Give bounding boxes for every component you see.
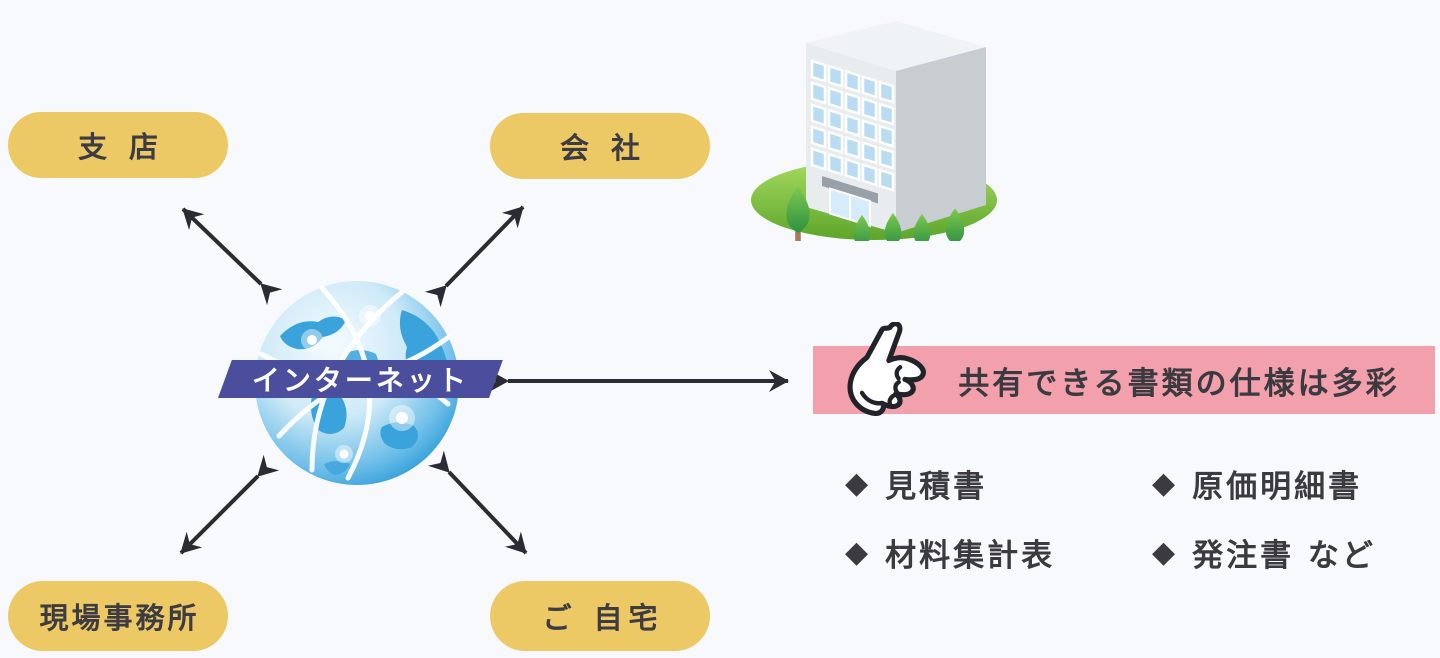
node-site-office-label: 現場事務所 <box>39 601 200 635</box>
document-item-label: 見積書 <box>885 469 988 505</box>
document-item-label: 原価明細書 <box>1192 469 1363 505</box>
node-company: 会 社 <box>490 113 710 179</box>
internet-ribbon: インターネット <box>218 360 503 398</box>
internet-label: インターネット <box>251 364 469 397</box>
document-item-estimate: ◆ 見積書 <box>845 461 1152 506</box>
node-company-label: 会 社 <box>559 131 647 165</box>
node-branch-office: 支 店 <box>8 112 228 178</box>
document-item-label: 発注書 など <box>1192 538 1376 574</box>
document-list: ◆ 見積書 ◆ 原価明細書 ◆ 材料集計表 ◆ 発注書 など <box>845 461 1435 575</box>
arrow-hub-site-office <box>179 454 280 555</box>
node-home-label: ご 自宅 <box>542 601 664 635</box>
diamond-bullet-icon: ◆ <box>1152 466 1179 501</box>
diamond-bullet-icon: ◆ <box>1152 535 1179 570</box>
tree-icon <box>786 186 965 241</box>
callout-heading: 共有できる書類の仕様は多彩 <box>958 365 1400 402</box>
arrow-hub-home <box>427 450 528 555</box>
document-item-purchase-order: ◆ 発注書 など <box>1152 530 1435 575</box>
node-site-office: 現場事務所 <box>8 581 228 651</box>
node-home: ご 自宅 <box>490 581 710 651</box>
callout-banner: 共有できる書類の仕様は多彩 <box>813 346 1435 414</box>
office-building-icon <box>751 21 997 241</box>
arrow-hub-branch <box>181 207 283 306</box>
node-branch-office-label: 支 店 <box>77 130 165 164</box>
pointing-hand-icon <box>847 322 926 416</box>
document-item-cost-detail: ◆ 原価明細書 <box>1152 461 1435 506</box>
document-item-material-summary: ◆ 材料集計表 <box>845 530 1152 575</box>
diamond-bullet-icon: ◆ <box>845 466 872 501</box>
arrow-hub-company <box>424 205 525 308</box>
diamond-bullet-icon: ◆ <box>845 535 872 570</box>
document-item-label: 材料集計表 <box>885 538 1056 574</box>
